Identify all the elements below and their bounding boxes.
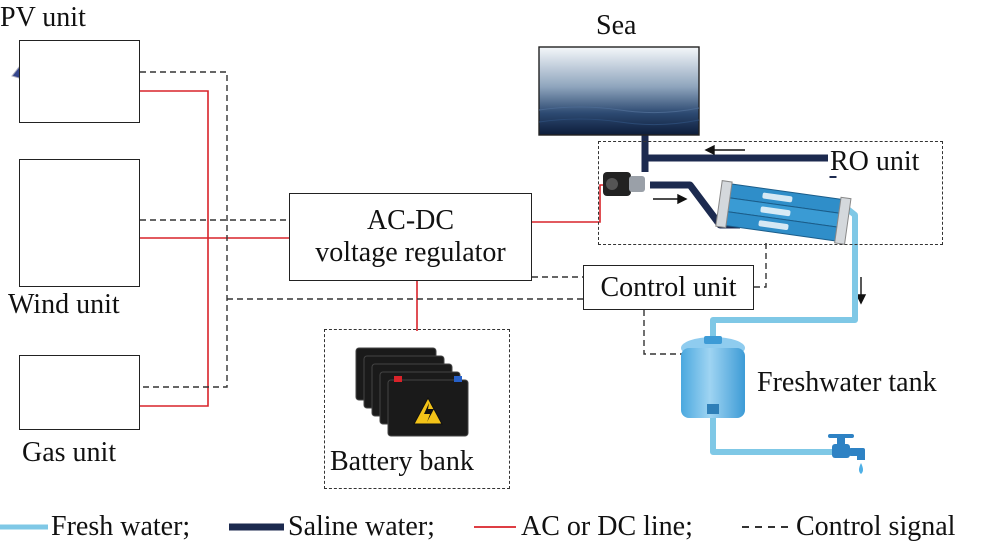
regulator-label-line1: AC-DC: [366, 204, 455, 236]
legend-swatches: [0, 523, 792, 531]
ac-dc-lines: [140, 90, 617, 407]
fresh-water-pipes: [710, 200, 858, 455]
pv-unit-label: PV unit: [0, 2, 86, 33]
legend-ac-dc-label: AC or DC line;: [521, 511, 693, 542]
pv-gas-control: [140, 71, 228, 388]
freshwater-tank-icon: [681, 336, 745, 418]
sea-label: Sea: [596, 10, 637, 41]
ro-unit-label: RO unit: [828, 146, 922, 177]
battery-bank-boundary: [324, 329, 510, 489]
faucet-icon: [828, 434, 865, 474]
control-unit-box: Control unit: [583, 265, 754, 310]
freshwater-tank-label: Freshwater tank: [757, 367, 937, 398]
control-tank-line: [643, 310, 683, 355]
legend-control-signal-label: Control signal: [796, 511, 956, 542]
ro-membranes-icon: [715, 180, 852, 245]
sea-image: [538, 46, 700, 136]
ac-dc-regulator-box: AC-DC voltage regulator: [289, 193, 532, 281]
tap-pipe: [710, 413, 835, 455]
product-pipe: [710, 200, 858, 345]
wind-unit-box: [19, 159, 140, 287]
legend-saline-water-label: Saline water;: [288, 511, 435, 542]
pv-gas-line: [140, 90, 209, 407]
legend-fresh-water-label: Fresh water;: [51, 511, 191, 542]
gas-unit-label: Gas unit: [22, 437, 117, 468]
control-unit-label: Control unit: [600, 271, 737, 303]
ro-unit-boundary: [598, 141, 943, 245]
regulator-label-line2: voltage regulator: [315, 237, 506, 268]
wind-unit-label: Wind unit: [8, 289, 120, 320]
control-signal-lines: [140, 71, 767, 388]
pv-unit-box: [19, 40, 140, 123]
battery-bank-icon: [355, 347, 469, 437]
pump-icon: [603, 172, 645, 196]
legend: Fresh water; Saline water; AC or DC line…: [0, 509, 987, 545]
control-ro-line: [754, 240, 767, 288]
gas-unit-box: [19, 355, 140, 430]
battery-bank-label: Battery bank: [330, 446, 474, 477]
